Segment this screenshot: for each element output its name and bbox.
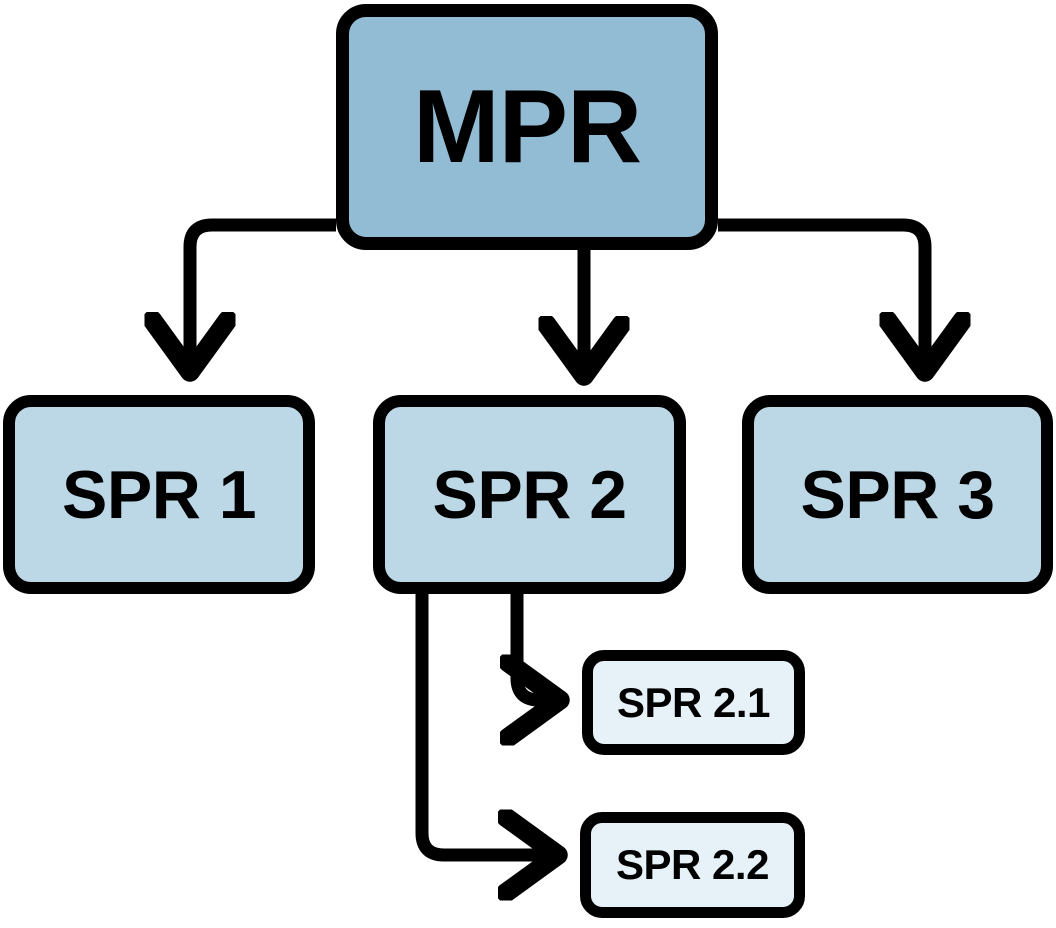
node-spr-1[interactable]: SPR 1 — [3, 395, 315, 594]
edge-mpr-spr1 — [190, 218, 336, 372]
edge-mpr-spr3 — [718, 218, 925, 372]
node-spr-3-label: SPR 3 — [800, 456, 995, 533]
edge-spr2-spr22 — [415, 594, 558, 855]
node-spr-2-2-label: SPR 2.2 — [616, 841, 769, 888]
node-mpr[interactable]: MPR — [336, 4, 718, 250]
node-spr-2-1-label: SPR 2.1 — [617, 678, 770, 726]
node-mpr-label: MPR — [412, 69, 642, 185]
node-spr-2-label: SPR 2 — [432, 456, 627, 533]
node-spr-1-label: SPR 1 — [61, 456, 257, 533]
edge-spr2-spr21 — [517, 594, 560, 700]
node-spr-2-2[interactable]: SPR 2.2 — [580, 812, 805, 918]
node-spr-2[interactable]: SPR 2 — [373, 395, 686, 594]
node-spr-2-1[interactable]: SPR 2.1 — [582, 650, 805, 755]
node-spr-3[interactable]: SPR 3 — [742, 395, 1053, 594]
